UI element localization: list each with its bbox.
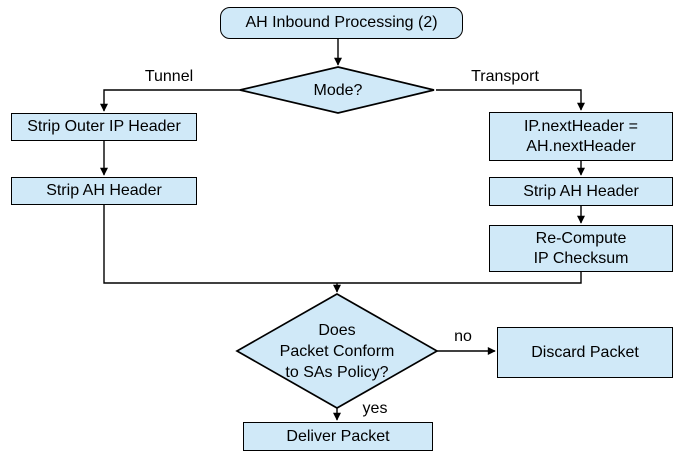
edge-tunnel-merge [103, 205, 337, 284]
strip-ah-tunnel-node: Strip AH Header [11, 177, 197, 205]
discard-packet-node: Discard Packet [497, 327, 673, 378]
edge-transport-merge [337, 272, 582, 284]
ip-next-header-node: IP.nextHeader = AH.nextHeader [489, 112, 673, 161]
strip-ah-transport-node: Strip AH Header [489, 177, 673, 206]
mode-decision-diamond [239, 66, 435, 114]
policy-decision-diamond [235, 293, 439, 409]
policy-decision-label: Does Packet Conform to SAs Policy? [279, 321, 395, 381]
edge-mode-transport [436, 89, 585, 111]
recompute-checksum-node: Re-Compute IP Checksum [489, 225, 673, 272]
strip-outer-ip-node: Strip Outer IP Header [11, 113, 197, 141]
no-branch-label: no [454, 328, 472, 345]
transport-branch-label: Transport [471, 68, 539, 85]
mode-decision-label: Mode? [313, 81, 363, 99]
deliver-packet-node: Deliver Packet [243, 422, 433, 451]
edge-mode-tunnel [100, 89, 240, 112]
tunnel-branch-label: Tunnel [144, 68, 194, 85]
yes-branch-label: yes [362, 400, 388, 417]
start-node: AH Inbound Processing (2) [220, 7, 463, 39]
